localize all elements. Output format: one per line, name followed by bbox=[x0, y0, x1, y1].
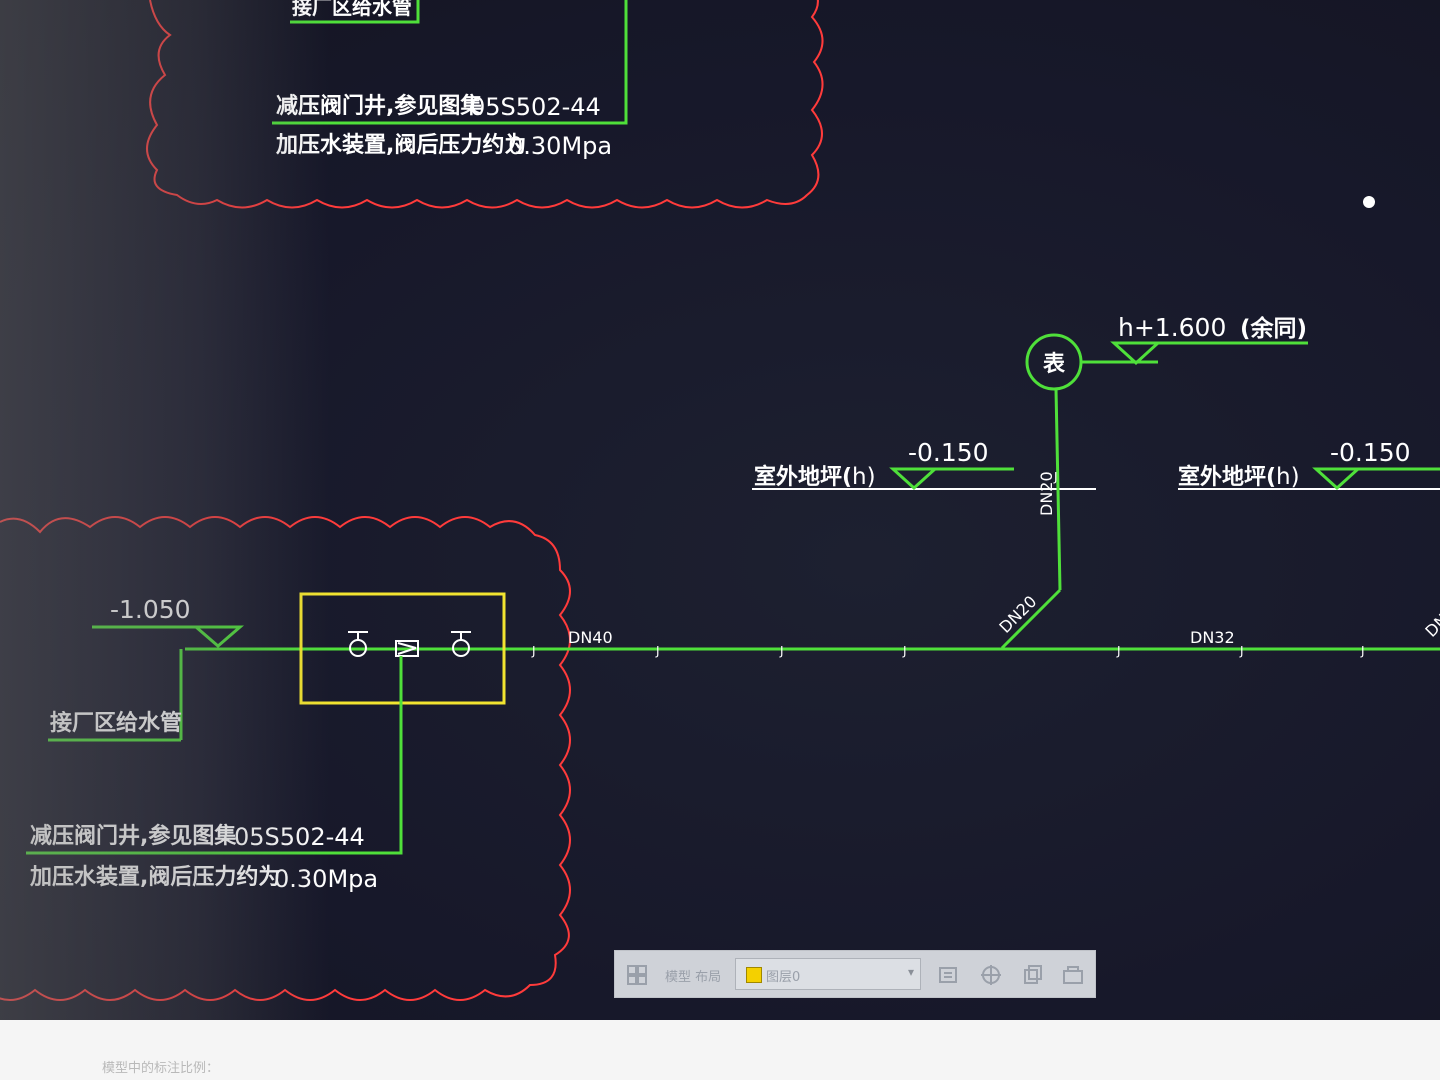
gate-valve-left-icon[interactable] bbox=[348, 631, 368, 657]
dn-main-left-label: DN40 bbox=[568, 628, 613, 647]
revision-cloud-bottom bbox=[0, 516, 571, 1001]
ground-right-label: 室外地坪( bbox=[1178, 464, 1276, 490]
water-meter-label: 表 bbox=[1043, 352, 1066, 377]
pipe-joint-mark: J bbox=[902, 644, 907, 658]
revision-cloud-top bbox=[146, 0, 824, 209]
chevron-down-icon: ▾ bbox=[907, 965, 914, 979]
bottom-supply-label: 接厂区给水管 bbox=[50, 710, 182, 736]
elevation-top-value: h+1.600 bbox=[1118, 313, 1226, 342]
layer-toolbar: 模型 布局 图层0 ▾ bbox=[614, 950, 1096, 998]
pipe-joint-mark: J bbox=[1116, 644, 1121, 658]
bottom-note-line2: 加压水装置,阀后压力约为 bbox=[29, 864, 280, 890]
layer-dropdown-value: 图层0 bbox=[766, 970, 801, 985]
ground-elev-triangle-right bbox=[1312, 467, 1362, 491]
riser-diagonal[interactable] bbox=[1000, 588, 1062, 650]
ground-right-value: -0.150 bbox=[1330, 438, 1411, 467]
pipe-joint-mark: J bbox=[1239, 644, 1244, 658]
status-bar-text: 模型中的标注比例： bbox=[102, 1061, 220, 1076]
dn-main-right-label: DN32 bbox=[1190, 628, 1235, 647]
layer-color-swatch bbox=[746, 967, 762, 983]
pipe-joint-mark: J bbox=[655, 644, 660, 658]
cad-drawing-viewport[interactable]: 接厂区给水管 减压阀门井,参见图集 05S502-44 加压水装置,阀后压力约为… bbox=[0, 0, 1440, 1020]
pipe-joint-mark: J bbox=[779, 644, 784, 658]
riser-vertical[interactable] bbox=[1054, 388, 1062, 591]
top-note-leader bbox=[272, 0, 628, 125]
gate-valve-right-icon[interactable] bbox=[451, 631, 471, 657]
top-note-line2: 加压水装置,阀后压力约为 bbox=[275, 132, 526, 158]
elevation-triangle-top bbox=[1110, 341, 1162, 366]
toolbar-label: 模型 布局 bbox=[665, 970, 722, 985]
layer-state-icon[interactable] bbox=[1061, 963, 1085, 987]
dn-edge-label: DN bbox=[1421, 610, 1440, 641]
top-supply-leader bbox=[290, 0, 420, 24]
drawing-canvas[interactable]: 接厂区给水管 减压阀门井,参见图集 05S502-44 加压水装置,阀后压力约为… bbox=[0, 0, 1440, 1020]
inlet-elev-triangle bbox=[191, 625, 245, 648]
layers-icon[interactable] bbox=[625, 963, 649, 987]
top-truncated-label: 接厂区给水管 bbox=[292, 0, 412, 19]
status-bar bbox=[0, 1020, 1440, 1080]
riser-vertical-dn-label: DN20 bbox=[1037, 471, 1056, 516]
match-layer-icon[interactable] bbox=[979, 963, 1003, 987]
bottom-note-leader bbox=[26, 656, 403, 855]
pressure-reducer-icon[interactable] bbox=[395, 640, 419, 657]
bottom-note-code: 05S502-44 bbox=[234, 823, 365, 851]
pipe-joint-mark: J bbox=[531, 644, 536, 658]
layer-dropdown[interactable]: 图层0 ▾ bbox=[735, 958, 921, 990]
bottom-note-line1: 减压阀门井,参见图集 bbox=[30, 823, 237, 849]
top-note-code: 05S502-44 bbox=[470, 93, 601, 121]
bottom-note-pressure: 0.30Mpa bbox=[274, 865, 378, 893]
copy-layer-icon[interactable] bbox=[1021, 963, 1045, 987]
pipe-joint-mark: J bbox=[1360, 644, 1365, 658]
layer-properties-icon[interactable] bbox=[937, 963, 961, 987]
top-note-line1: 减压阀门井,参见图集 bbox=[276, 93, 483, 119]
ground-right-h: h) bbox=[1276, 464, 1300, 490]
cursor-mark bbox=[1363, 196, 1375, 208]
top-note-pressure: 0.30Mpa bbox=[508, 132, 612, 160]
ground-left-label: 室外地坪( bbox=[754, 464, 852, 490]
ground-left-h: h) bbox=[852, 464, 876, 490]
riser-joint-mark: J bbox=[1053, 470, 1058, 484]
ground-left-value: -0.150 bbox=[908, 438, 989, 467]
elevation-top-note: (余同) bbox=[1240, 315, 1307, 342]
ground-elev-triangle-left bbox=[889, 467, 939, 491]
inlet-elev-value: -1.050 bbox=[110, 595, 191, 624]
